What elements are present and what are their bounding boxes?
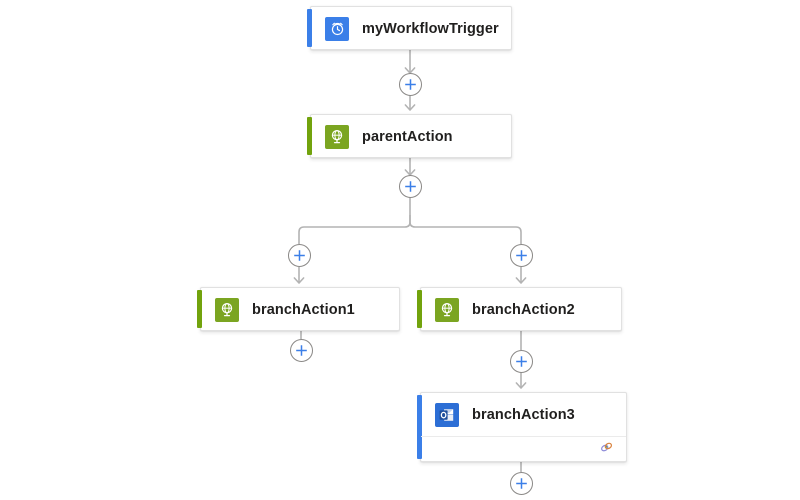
connector-fork-left <box>298 215 411 244</box>
node-header[interactable]: myWorkflowTrigger <box>311 7 511 50</box>
plus-button-insert-after-branch-action-2[interactable] <box>509 349 533 373</box>
globe-icon <box>215 297 239 322</box>
node-card-branch-action-3[interactable]: branchAction3 <box>417 392 627 463</box>
node-title: branchAction1 <box>252 301 355 318</box>
plus-button-insert-before-branch-action-1[interactable] <box>287 243 311 267</box>
plus-button-insert-before-branch-action-2[interactable] <box>509 243 533 267</box>
connector-fork-right <box>409 215 522 244</box>
node-header[interactable]: branchAction1 <box>201 288 399 331</box>
node-header[interactable]: branchAction2 <box>421 288 621 331</box>
globe-icon <box>325 124 349 149</box>
node-card-parent-action[interactable]: parentAction <box>307 114 512 158</box>
clock-icon <box>325 16 349 41</box>
plus-icon <box>515 355 527 367</box>
plus-button-insert-after-trigger[interactable] <box>398 72 422 96</box>
plus-icon <box>404 180 416 192</box>
plus-button-insert-after-branch-action-3[interactable] <box>509 471 533 495</box>
plus-button-insert-after-parent-action[interactable] <box>398 174 422 198</box>
node-accent-bar <box>307 117 312 155</box>
node-title: parentAction <box>362 128 453 145</box>
node-accent-bar <box>307 9 312 47</box>
node-card-branch-action-2[interactable]: branchAction2 <box>417 287 622 331</box>
plus-icon <box>515 477 527 489</box>
node-card-trigger[interactable]: myWorkflowTrigger <box>307 6 512 50</box>
node-title: branchAction2 <box>472 301 575 318</box>
node-accent-bar <box>417 395 422 459</box>
plus-button-insert-after-branch-action-1[interactable] <box>289 338 313 362</box>
plus-icon <box>515 249 527 261</box>
node-header[interactable]: parentAction <box>311 115 511 158</box>
plus-icon <box>295 344 307 356</box>
outlook-icon <box>435 402 459 427</box>
node-accent-bar <box>417 290 422 328</box>
globe-icon <box>435 297 459 322</box>
node-title: branchAction3 <box>472 406 575 423</box>
arrowhead-arrow-to-branch-action-3 <box>515 382 527 389</box>
node-title: myWorkflowTrigger <box>362 20 499 37</box>
link-icon[interactable] <box>599 440 614 460</box>
arrowhead-arrow-to-branch-action-1 <box>293 277 305 284</box>
arrowhead-arrow-to-branch-action-2 <box>515 277 527 284</box>
plus-icon <box>404 78 416 90</box>
node-card-branch-action-1[interactable]: branchAction1 <box>197 287 400 331</box>
node-footer <box>421 436 626 463</box>
plus-icon <box>293 249 305 261</box>
arrowhead-arrow-to-parent-action <box>404 104 416 111</box>
node-header[interactable]: branchAction3 <box>421 393 626 436</box>
node-accent-bar <box>197 290 202 328</box>
